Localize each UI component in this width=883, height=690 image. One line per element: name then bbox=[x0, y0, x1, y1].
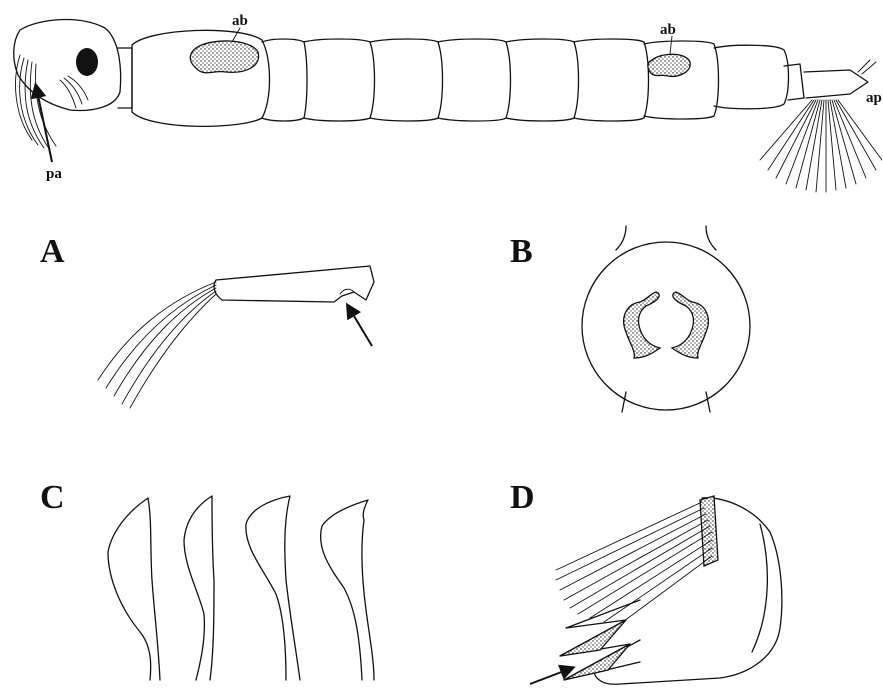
panel-b-lower-stalk bbox=[622, 392, 710, 412]
panel-c-scale-3 bbox=[246, 496, 300, 680]
abdominal-segment bbox=[506, 39, 579, 121]
larva-eye bbox=[76, 48, 98, 76]
label-ab-right: ab bbox=[660, 22, 676, 38]
larva-anal-segment bbox=[804, 70, 868, 98]
larva-head bbox=[14, 20, 121, 111]
panel-c-scale-2 bbox=[184, 496, 214, 680]
panel-b-spot-left bbox=[624, 292, 660, 358]
abdominal-segment bbox=[714, 45, 789, 109]
panel-b-label: B bbox=[510, 233, 533, 270]
panel-d: D bbox=[510, 479, 782, 684]
abdominal-segment bbox=[574, 39, 649, 121]
abdominal-segment bbox=[262, 39, 307, 121]
panel-a-label: A bbox=[40, 233, 65, 270]
panel-a-hairs bbox=[98, 282, 216, 408]
panel-a-arrow bbox=[348, 306, 372, 346]
abdominal-segment bbox=[644, 41, 719, 119]
abdominal-segment bbox=[438, 39, 511, 121]
larva-terminal-hairs bbox=[858, 60, 876, 74]
panel-a: A bbox=[40, 233, 374, 408]
pa-arrow bbox=[36, 86, 52, 162]
panel-d-label: D bbox=[510, 479, 535, 516]
label-ab-left: ab bbox=[232, 13, 248, 29]
panel-d-arrow bbox=[530, 668, 572, 684]
panel-c-scale-1 bbox=[108, 498, 160, 680]
panel-a-segment bbox=[214, 266, 374, 302]
mouth-brushes bbox=[16, 55, 88, 150]
panel-b: B bbox=[510, 226, 750, 412]
abdominal-segment bbox=[370, 39, 443, 121]
panel-b-segment bbox=[582, 242, 750, 410]
panel-d-stipple bbox=[700, 496, 718, 566]
panel-b-spot-right bbox=[672, 292, 708, 358]
larva-drawing: pa ab ab ap bbox=[14, 13, 882, 192]
panel-d-bristles bbox=[556, 502, 712, 624]
panel-c-label: C bbox=[40, 479, 65, 516]
panel-b-upper-stalk bbox=[616, 226, 716, 250]
ab-left-pointer bbox=[232, 28, 240, 42]
ab-right-pointer bbox=[670, 36, 672, 54]
panel-d-segment bbox=[594, 498, 782, 685]
panel-d-inner-edge bbox=[752, 524, 767, 652]
panel-c-scale-4 bbox=[321, 500, 374, 680]
abdominal-spot-right bbox=[648, 54, 690, 76]
abdominal-spot-left bbox=[190, 41, 258, 73]
ventral-brush bbox=[760, 100, 882, 192]
abdominal-segment bbox=[304, 39, 375, 121]
label-pa: pa bbox=[46, 166, 62, 182]
panel-c: C bbox=[40, 479, 374, 680]
panel-d-teeth-stipple bbox=[560, 620, 630, 680]
label-ap: ap bbox=[866, 90, 882, 106]
